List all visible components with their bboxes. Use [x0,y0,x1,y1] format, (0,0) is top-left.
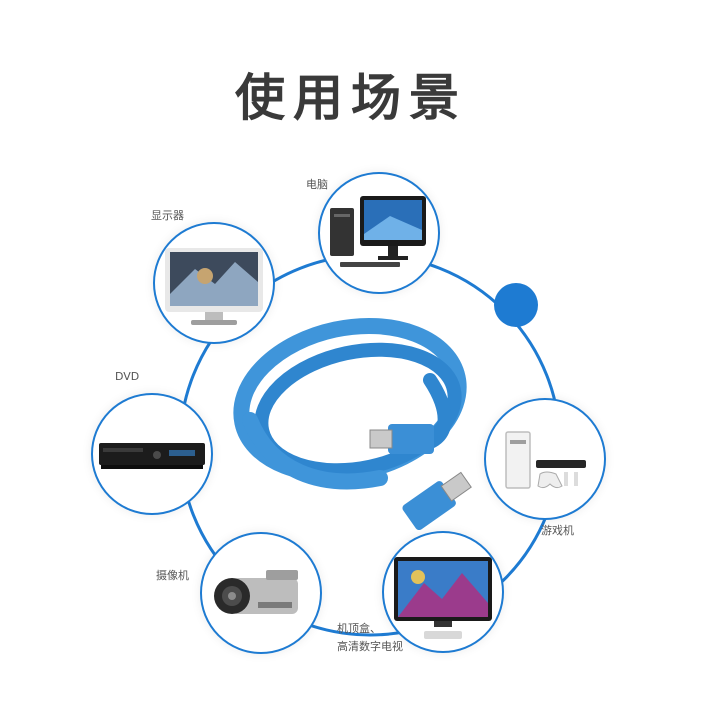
label-computer: 电脑 [306,178,328,191]
label-dvd: DVD [115,370,140,383]
hdmi-connector-upper [369,424,434,454]
scene-dvd[interactable] [91,393,213,515]
scene-camcorder[interactable] [200,532,322,654]
scene-settopbox[interactable] [382,531,504,653]
page-title: 使用场景 [235,69,467,127]
label-settopbox-line1: 机顶盒、 [337,622,381,635]
desktop-computer-icon [330,196,426,267]
label-game: 游戏机 [541,524,574,537]
label-settopbox-line2: 高清数字电视 [337,640,403,653]
monitor-icon [165,248,263,325]
tv-set-top-box-icon [394,557,492,639]
scene-monitor[interactable] [153,222,275,344]
camcorder-icon [214,570,298,614]
hdmi-connector-lower [402,471,472,531]
scene-game[interactable] [484,398,606,520]
game-console-icon [505,431,586,489]
ring-accent-dot [494,283,538,327]
label-monitor: 显示器 [151,209,184,222]
dvd-player-icon [99,443,205,469]
scene-computer[interactable] [318,172,440,294]
label-camcorder: 摄像机 [156,569,189,582]
